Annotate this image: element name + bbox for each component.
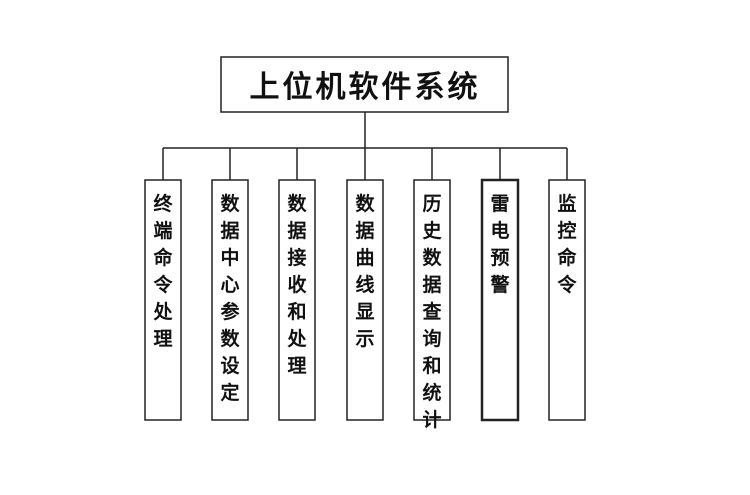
module-box-history-query (413, 179, 451, 421)
module-node-data-curve: 数据曲线显示 (346, 179, 384, 421)
module-node-terminal-command: 终端命令处理 (144, 179, 182, 421)
root-node: 上位机软件系统 (220, 56, 509, 113)
module-node-lightning-warning: 雷电预警 (480, 178, 520, 422)
module-label-monitor-command: 监控命令 (557, 192, 577, 296)
module-node-history-query: 历史数据查询和统计 (413, 179, 451, 431)
module-label-lightning-warning: 雷电预警 (490, 193, 509, 296)
module-label-terminal-command: 终端命令处理 (152, 192, 173, 350)
module-label-data-center-params: 数据中心参数设定 (220, 192, 240, 404)
module-box-data-curve (346, 179, 384, 421)
module-node-data-receive: 数据接收和处理 (278, 179, 316, 421)
module-label-data-curve: 数据曲线显示 (355, 192, 375, 350)
module-node-monitor-command: 监控命令 (548, 179, 586, 421)
module-nodes: 终端命令处理 数据中心参数设定 数据接收和处理 数据曲线显示 历史数据查询和统计 雷电预警… (144, 178, 586, 431)
root-label: 上位机软件系统 (250, 70, 481, 105)
root-box (220, 56, 509, 113)
module-box-terminal-command (144, 179, 182, 421)
connector-lines (162, 112, 568, 180)
module-label-history-query: 历史数据查询和统计 (421, 193, 442, 431)
module-box-data-receive (278, 179, 316, 421)
module-node-data-center-params: 数据中心参数设定 (211, 179, 249, 421)
module-label-data-receive: 数据接收和处理 (286, 192, 307, 377)
module-box-monitor-command (548, 179, 586, 421)
module-box-data-center-params (211, 179, 249, 421)
module-box-lightning-warning (480, 178, 520, 422)
